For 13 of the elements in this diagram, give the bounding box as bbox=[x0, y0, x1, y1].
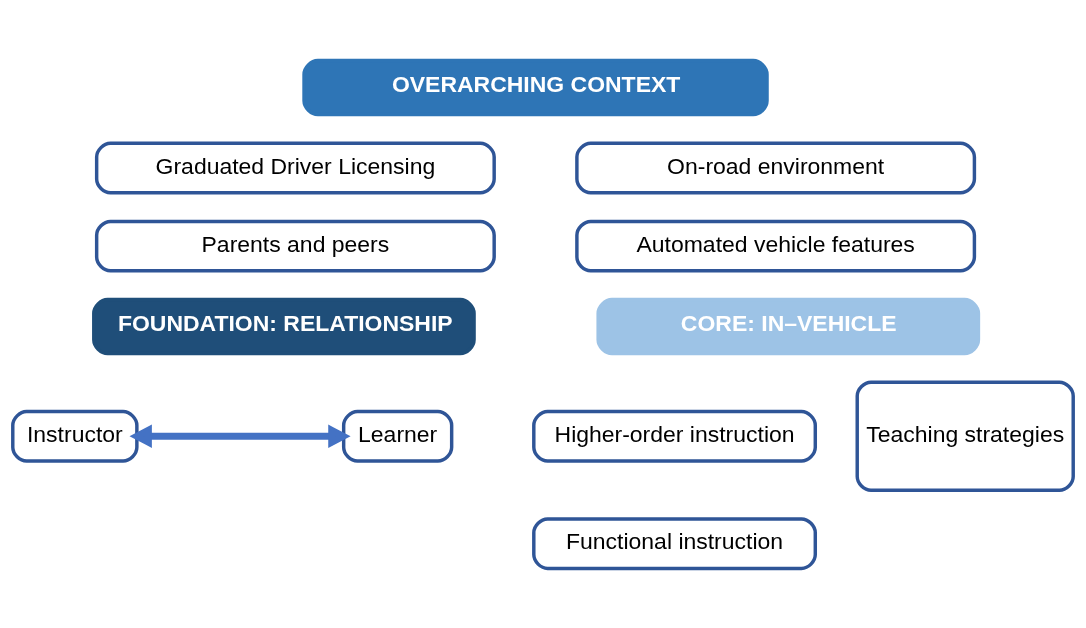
node-box: Teaching strategies bbox=[855, 380, 1075, 492]
node-box: Instructor bbox=[11, 409, 139, 463]
node-box: Automated vehicle features bbox=[575, 219, 977, 273]
node-box: OVERARCHING CONTEXT bbox=[302, 58, 769, 116]
node-box: Graduated Driver Licensing bbox=[94, 141, 496, 194]
node-box: FOUNDATION: RELATIONSHIP bbox=[92, 297, 476, 355]
node-box: Learner bbox=[341, 409, 454, 463]
node-box: On-road environment bbox=[575, 141, 977, 194]
arrow bbox=[129, 424, 351, 448]
node-box: Higher-order instruction bbox=[532, 409, 817, 463]
node-box: Parents and peers bbox=[94, 219, 496, 273]
node-box: Functional instruction bbox=[532, 516, 817, 570]
node-box: CORE: IN–VEHICLE bbox=[596, 297, 981, 355]
